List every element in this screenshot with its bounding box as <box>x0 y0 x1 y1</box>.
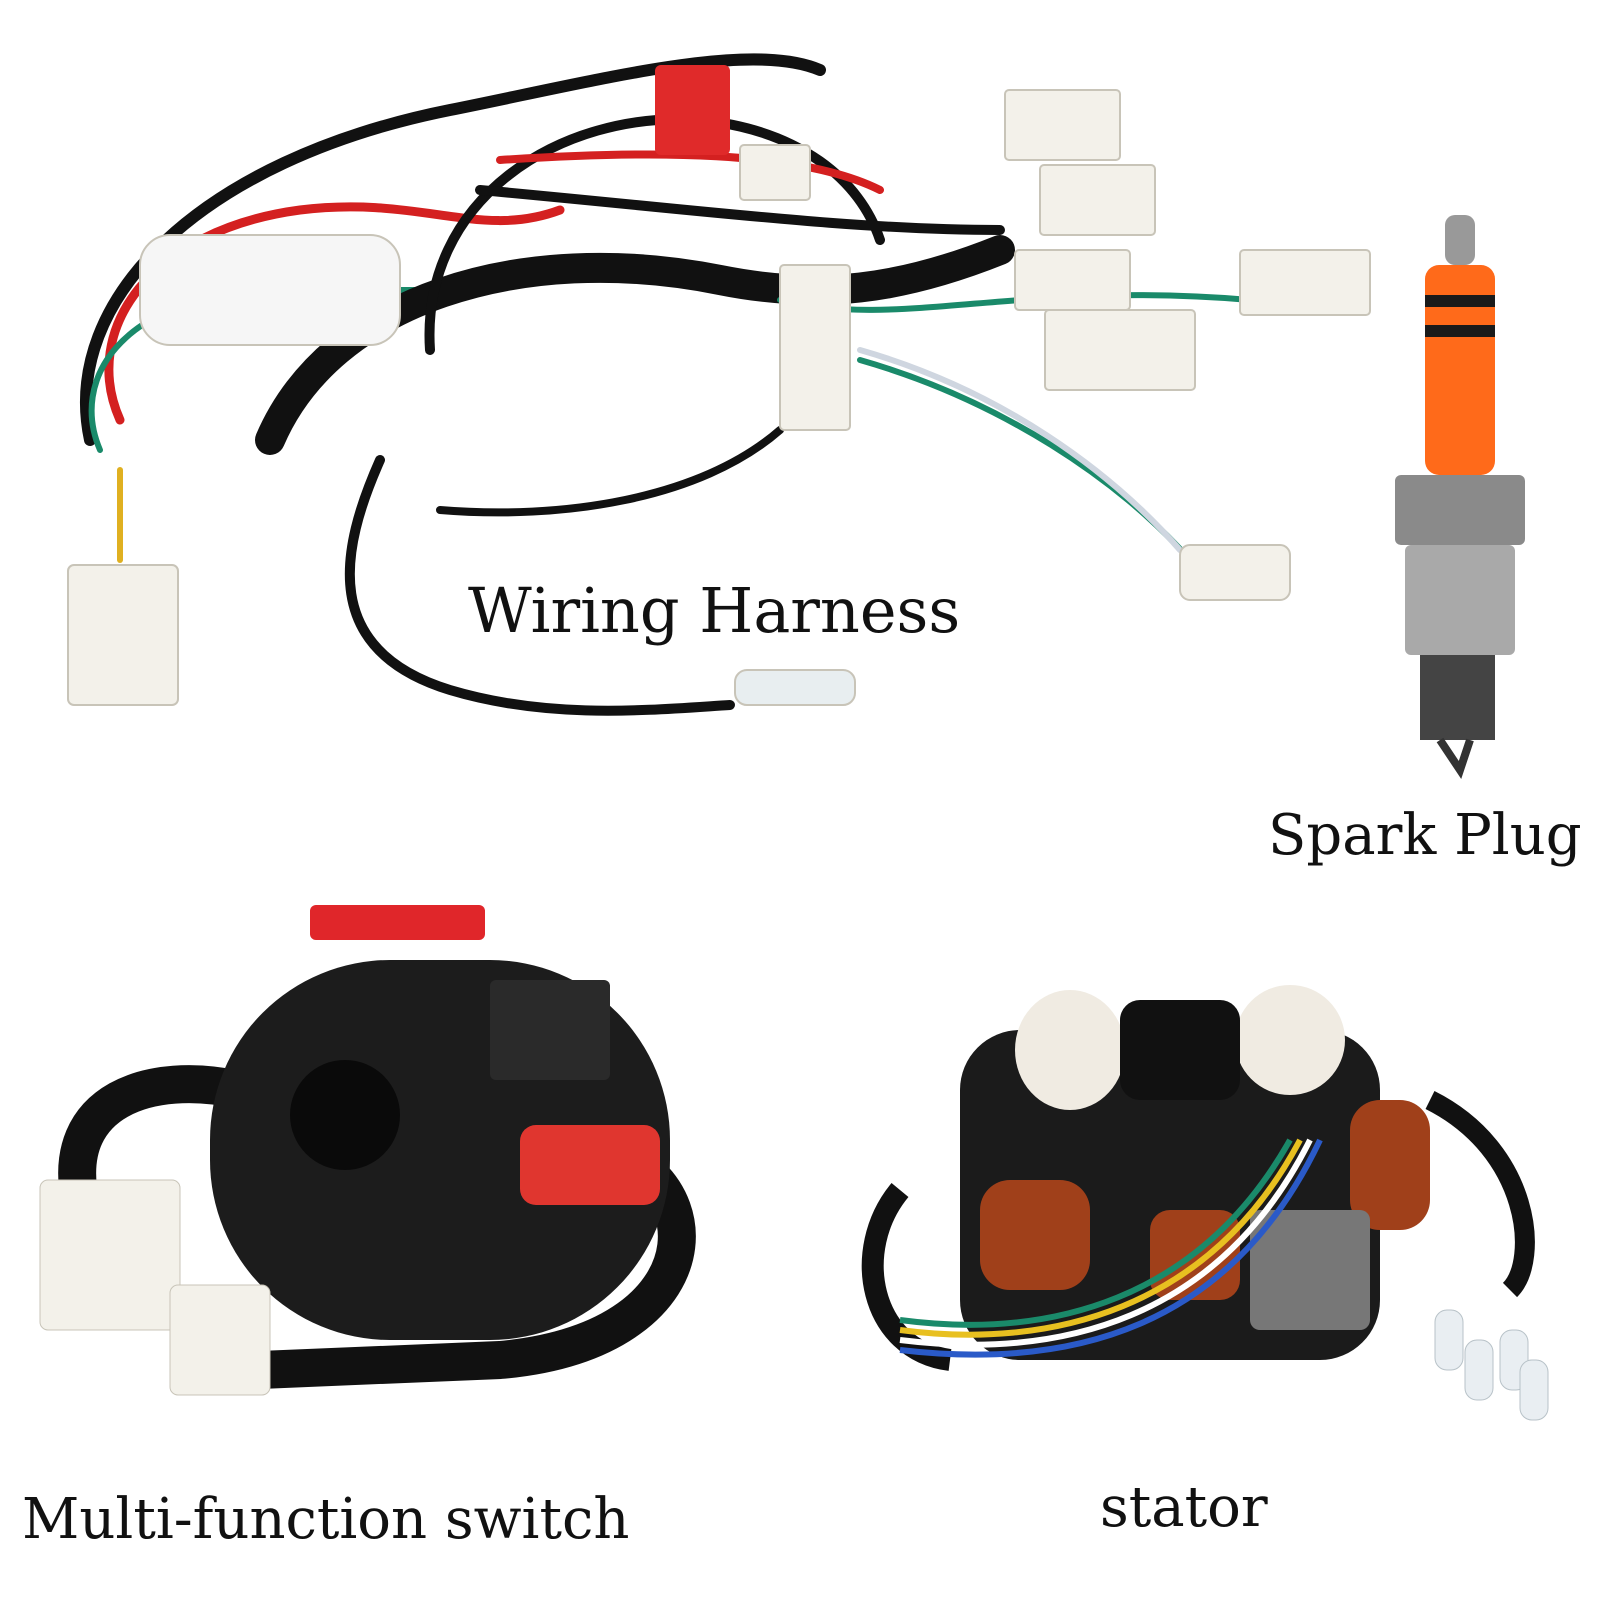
wiring-harness-label: Wiring Harness <box>468 574 961 647</box>
multi-function-switch-image <box>39 905 696 1396</box>
fuse-holder <box>655 65 730 155</box>
multi-function-switch-label: Multi-function switch <box>22 1487 630 1552</box>
stator-label: stator <box>1100 1475 1268 1540</box>
spark-plug-label: Spark Plug <box>1268 803 1582 868</box>
spark-plug-image <box>1395 215 1525 780</box>
harness-connectors <box>67 89 1371 706</box>
stator-image <box>861 985 1549 1421</box>
